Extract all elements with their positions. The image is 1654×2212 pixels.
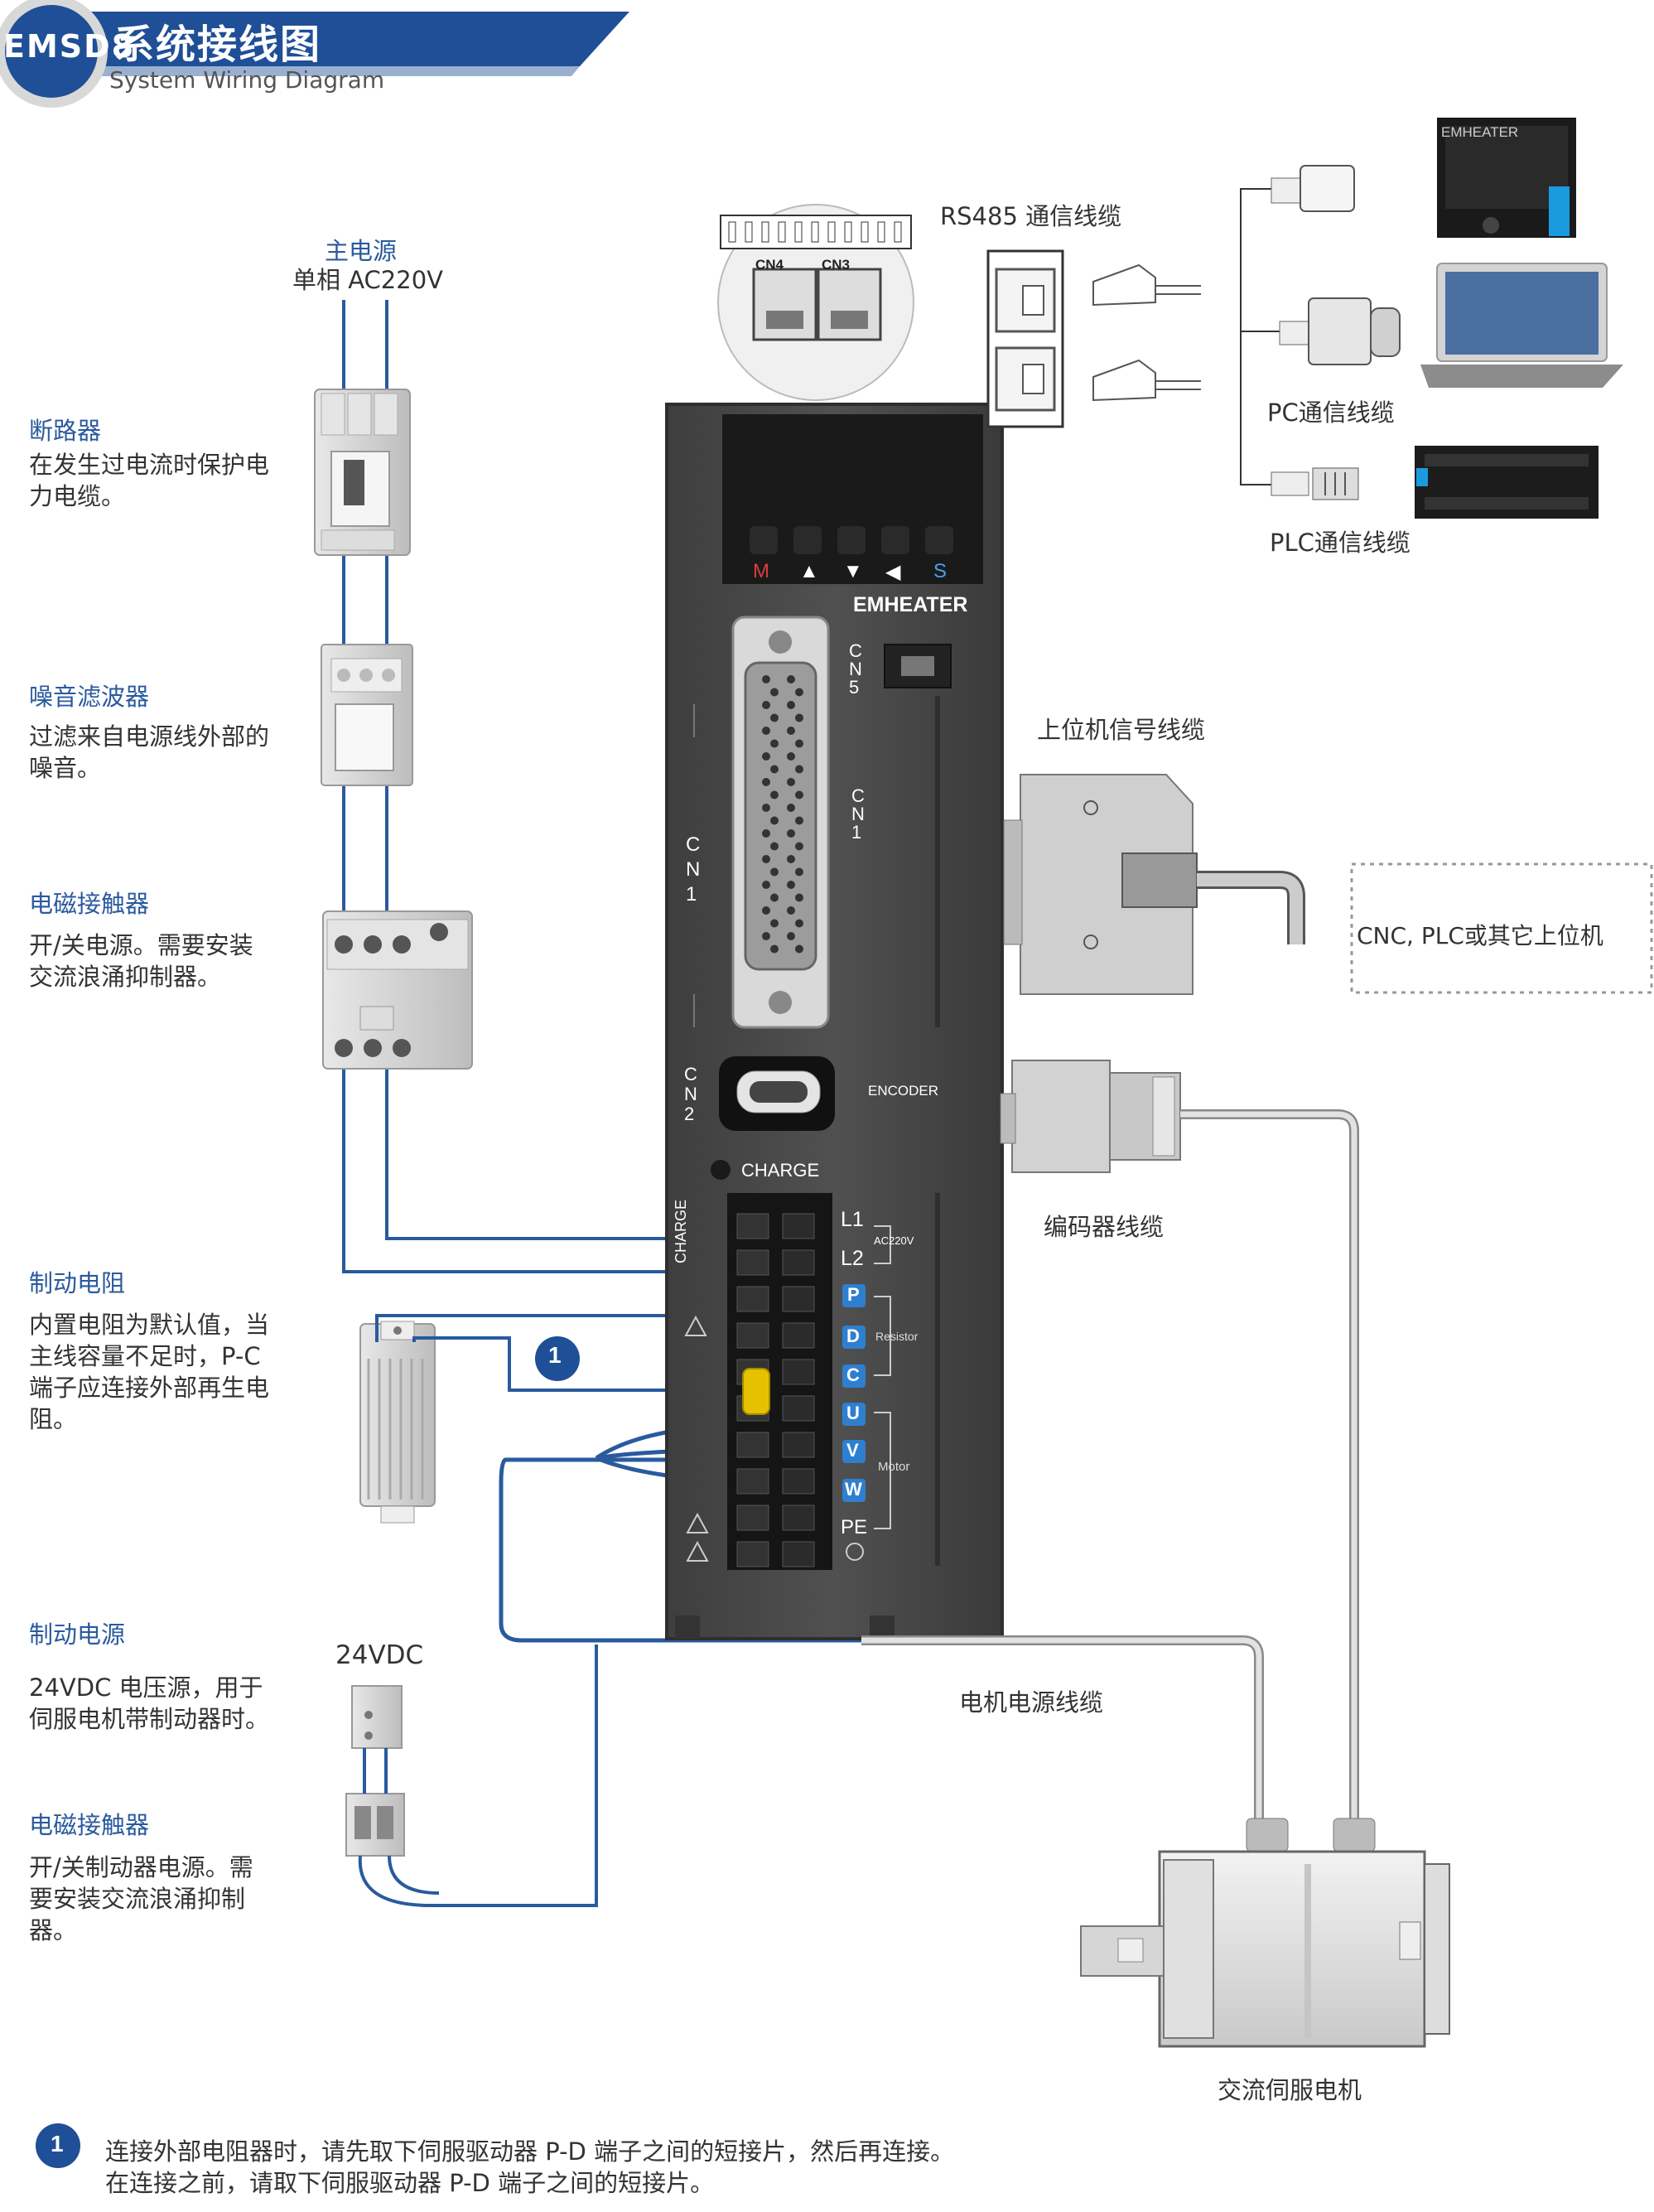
cn1-left-label: CN1 <box>686 833 701 906</box>
terminal-l2: L2 <box>841 1247 864 1270</box>
cn2-port <box>719 1056 835 1131</box>
pc-cable-label: PC通信线缆 <box>1267 398 1395 427</box>
footnote: 连接外部电阻器时，请先取下伺服驱动器 P-D 端子之间的短接片，然后再连接。 在… <box>105 2137 955 2197</box>
cn1-connector <box>731 616 830 1029</box>
terminal-pe: PE <box>841 1516 868 1538</box>
terminal-d: D <box>846 1326 860 1346</box>
cn2-label: CN2 <box>684 1064 697 1124</box>
terminal-w: W <box>845 1479 862 1500</box>
terminal-letter-boxes <box>842 1284 866 1502</box>
brake-power-title: 制动电源 <box>29 1620 126 1649</box>
terminal-v: V <box>846 1440 859 1461</box>
db9-plug <box>1279 297 1401 365</box>
comm-bracket <box>1240 188 1280 485</box>
header-badge: EMSD8 <box>3 28 136 65</box>
brake-power-voltage: 24VDC <box>335 1640 424 1670</box>
contactor-main-title: 电磁接触器 <box>29 890 150 918</box>
brake-power-supply <box>345 1685 405 1857</box>
callout-badge <box>535 1336 580 1381</box>
charge-side-label: CHARGE <box>673 1199 689 1263</box>
contactor-main <box>322 910 473 1070</box>
terminal-motor-label: Motor <box>878 1460 910 1474</box>
key-down[interactable]: ▼ <box>843 560 863 582</box>
contactor-brake-desc: 开/关制动器电源。需 要安装交流浪涌抑制 器。 <box>29 1853 253 1944</box>
key-up[interactable]: ▲ <box>799 560 819 582</box>
charge-led <box>711 1160 731 1180</box>
rj45-plugs <box>1092 263 1201 402</box>
terminal-l1: L1 <box>841 1208 864 1231</box>
host-box <box>1350 862 1653 994</box>
hmi-brand: EMHEATER <box>1441 124 1519 140</box>
servo-motor <box>1080 1818 1450 2048</box>
rs485-ports <box>986 249 1064 428</box>
plc-device <box>1415 446 1599 519</box>
rs485-label: RS485 通信线缆 <box>940 202 1122 230</box>
host-connector <box>1003 774 1305 995</box>
brake-resistor-desc: 内置电阻为默认值，当 主线容量不足时，P-C 端子应连接外部再生电 阻。 <box>29 1311 270 1433</box>
encoder-label: ENCODER <box>868 1083 939 1099</box>
cn3-label: CN3 <box>822 257 851 273</box>
breaker-title: 断路器 <box>29 417 102 445</box>
terminal-u: U <box>846 1403 860 1423</box>
terminal-block <box>727 1193 832 1570</box>
motor-power-cable-label: 电机电源线缆 <box>959 1688 1104 1717</box>
key-set[interactable]: S <box>933 560 948 582</box>
encoder-cable-label: 编码器线缆 <box>1044 1213 1165 1241</box>
note-badge <box>36 2123 80 2168</box>
servo-motor-label: 交流伺服电机 <box>1218 2076 1362 2104</box>
host-box-label: CNC, PLC或其它上位机 <box>1357 922 1603 949</box>
page-subtitle: System Wiring Diagram <box>109 66 385 94</box>
contactor-main-desc: 开/关电源。需要安装 交流浪涌抑制器。 <box>29 931 253 991</box>
key-left[interactable]: ◀ <box>885 561 901 583</box>
noise-filter <box>321 644 413 786</box>
keypad <box>750 526 953 554</box>
encoder-connector <box>1000 1060 1359 1831</box>
main-power-wires <box>342 300 679 1273</box>
note-number: 1 <box>51 2131 64 2156</box>
breaker-desc: 在发生过电流时保护电 力电缆。 <box>29 451 270 510</box>
resistor-wires <box>375 1314 762 1392</box>
servo-drive <box>665 403 1004 1640</box>
key-m[interactable]: M <box>753 560 769 582</box>
terminal-ac-label: AC220V <box>874 1234 914 1247</box>
hmi-plug <box>1271 165 1355 212</box>
brake-resistor <box>359 1321 436 1524</box>
charge-label: CHARGE <box>741 1160 820 1181</box>
cn4-label: CN4 <box>755 257 784 273</box>
page-title: 系统接线图 <box>114 22 322 68</box>
laptop <box>1420 263 1623 388</box>
terminal-p: P <box>847 1284 860 1305</box>
main-power-title: 主电源 <box>325 237 398 265</box>
cn5-label: CN5 <box>849 640 862 698</box>
brake-resistor-title: 制动电阻 <box>29 1269 126 1297</box>
brake-wires <box>358 1645 598 1907</box>
noise-filter-title: 噪音滤波器 <box>29 683 150 711</box>
terminal-c: C <box>846 1364 860 1385</box>
terminal-resistor-label: Resistor <box>875 1330 919 1343</box>
contactor-brake-title: 电磁接触器 <box>29 1811 150 1839</box>
plc-plug <box>1271 467 1359 500</box>
cn3-cn4-zoom <box>717 204 914 401</box>
host-signal-label: 上位机信号线缆 <box>1037 716 1206 744</box>
header-band <box>0 0 629 108</box>
motor-power-cable <box>861 1635 1264 1831</box>
plc-cable-label: PLC通信线缆 <box>1270 529 1410 557</box>
circuit-breaker <box>314 389 411 556</box>
main-power-spec: 单相 AC220V <box>292 266 443 294</box>
drive-brand: EMHEATER <box>853 593 968 616</box>
brake-power-desc: 24VDC 电压源，用于 伺服电机带制动器时。 <box>29 1673 270 1733</box>
cn1-right-label: CN1 <box>851 785 865 843</box>
noise-filter-desc: 过滤来自电源线外部的 噪音。 <box>29 722 270 782</box>
hmi-device <box>1437 118 1576 238</box>
callout-number: 1 <box>548 1342 562 1368</box>
